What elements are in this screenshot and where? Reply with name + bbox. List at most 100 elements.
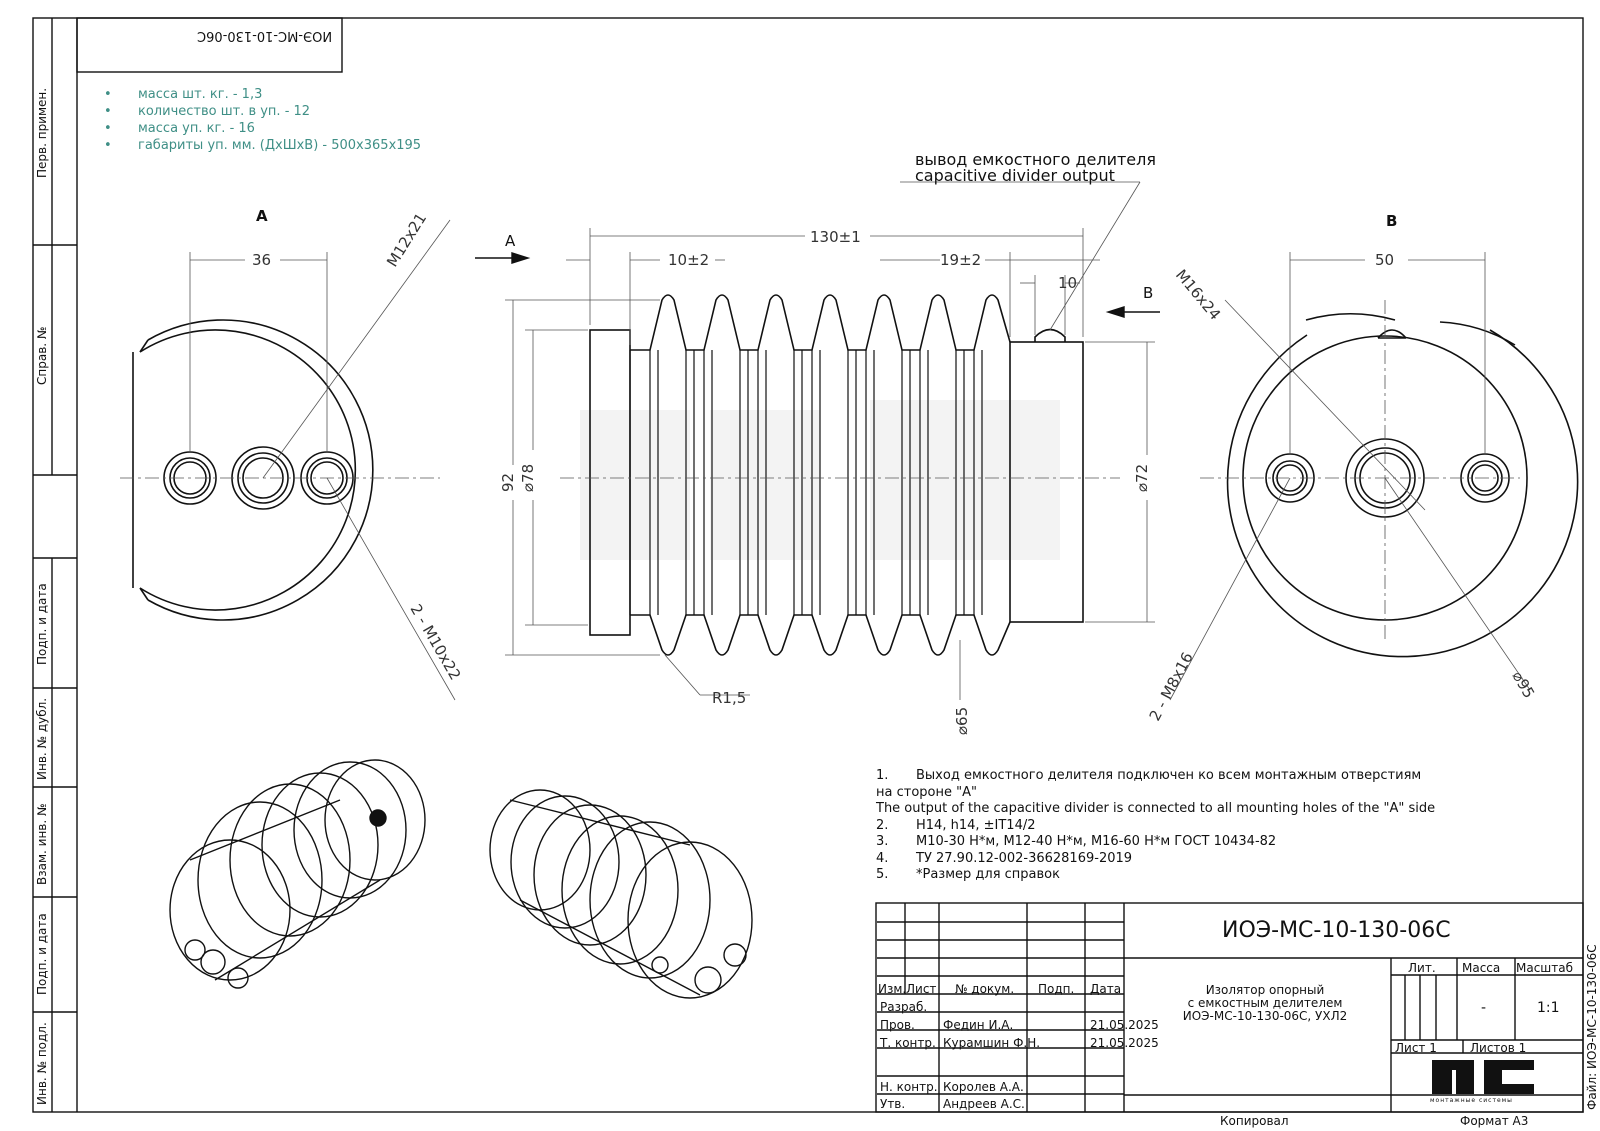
tb-tkontr-name: Курамшин Ф.Н.: [943, 1036, 1041, 1050]
tb-masshtab: Масштаб: [1516, 961, 1574, 975]
technical-notes: 1. Выход емкостного делителя подключен ко…: [876, 768, 1435, 884]
tb-kopiroval: Копировал: [1220, 1114, 1289, 1128]
tb-utv-name: Андреев А.С.: [943, 1097, 1025, 1111]
tb-prov-name: Федин И.А.: [943, 1018, 1014, 1032]
dim-a-36: 36: [252, 251, 271, 269]
company-logo: [1432, 1060, 1534, 1094]
side-podp-data-2: Подп. и дата: [35, 913, 49, 995]
tech-note-number: 1.: [876, 768, 889, 783]
tb-file: Файл: ИОЭ-МС-10-130-06С: [1585, 944, 1599, 1110]
tech-note-row: The output of the capacitive divider is …: [876, 801, 1435, 818]
tb-logo-sub: монтажные системы: [1430, 1097, 1513, 1104]
side-inv-podl: Инв. № подл.: [35, 1022, 49, 1105]
arrow-a-label: A: [505, 232, 516, 250]
tb-format: Формат А3: [1460, 1114, 1529, 1128]
view-b: [1226, 313, 1579, 658]
side-vzam-inv: Взам. инв. №: [35, 803, 49, 885]
side-view-dims: [505, 181, 1155, 700]
arrow-b-label: B: [1143, 284, 1154, 302]
dim-d72: ⌀72: [1133, 464, 1151, 492]
tech-note-row: 3. M10-30 Н*м, М12-40 Н*м, М16-60 Н*м ГОС…: [876, 834, 1435, 851]
tb-prov-date: 21.05.2025: [1090, 1018, 1159, 1032]
tb-hdr-dokum: № докум.: [955, 982, 1015, 996]
dim-a-m12: M12x21: [383, 210, 430, 270]
dim-130: 130±1: [810, 228, 861, 246]
view-a-dims: [120, 219, 456, 701]
tech-note-number: 3.: [876, 834, 889, 849]
tb-name-line: ИОЭ-МС-10-130-06С, УХЛ2: [1182, 1009, 1348, 1023]
dim-d65: ⌀65: [953, 707, 971, 735]
tb-razrab: Разраб.: [880, 1000, 928, 1014]
side-podp-data-1: Подп. и дата: [35, 583, 49, 665]
tech-note-text: M10-30 Н*м, М12-40 Н*м, М16-60 Н*м ГОСТ …: [916, 834, 1277, 849]
tb-hdr-data: Дата: [1090, 982, 1122, 996]
dim-r15: R1,5: [712, 689, 746, 707]
tb-name-line: с емкостным делителем: [1187, 996, 1343, 1010]
tech-note-text: *Размер для справок: [916, 867, 1060, 882]
tb-nkontr: Н. контр.: [880, 1080, 938, 1094]
tech-note-text: Выход емкостного делителя подключен ко в…: [916, 768, 1422, 783]
tech-note-row: 5. *Размер для справок: [876, 867, 1435, 884]
view-a: [132, 319, 374, 621]
tech-note-text: The output of the capacitive divider is …: [876, 801, 1436, 816]
dim-10-2: 10±2: [668, 251, 709, 269]
dim-b-d95: ⌀95: [1509, 668, 1539, 701]
leader-note-en: capacitive divider output: [915, 166, 1115, 185]
tb-massa-value: -: [1481, 1000, 1487, 1016]
tb-hdr-list: Лист: [906, 982, 937, 996]
tech-note-number: 2.: [876, 817, 889, 833]
side-view: [589, 294, 1084, 656]
tb-designation: ИОЭ-МС-10-130-06С: [1222, 918, 1451, 943]
tb-lit: Лит.: [1408, 961, 1436, 975]
dim-b-m16: M16x24: [1172, 266, 1224, 324]
tech-note-row: на стороне "А": [876, 785, 1435, 802]
tech-note-row: 4. ТУ 27.90.12-002-36628169-2019: [876, 851, 1435, 868]
tb-massa: Масса: [1462, 961, 1501, 975]
tech-note-text: на стороне "А": [876, 784, 977, 800]
tb-list: Лист 1: [1395, 1041, 1437, 1055]
dim-92: 92: [499, 473, 517, 492]
dim-10: 10: [1058, 274, 1077, 292]
tb-tkontr-date: 21.05.2025: [1090, 1036, 1159, 1050]
iso-view-left: [169, 759, 426, 989]
tb-listov: Листов 1: [1470, 1041, 1527, 1055]
sheet-frame: [32, 17, 1584, 1113]
tech-note-text: H14, h14, ±IT14/2: [916, 817, 1036, 833]
tb-name: Изолятор опорный с емкостным делителем И…: [1160, 984, 1370, 1023]
side-sprav-no: Справ. №: [35, 326, 49, 385]
dim-b-m8: 2 - M8x16: [1146, 649, 1197, 724]
top-stamp-text: ИОЭ-МС-10-130-06С: [197, 28, 333, 43]
title-block-grid: [875, 902, 1584, 1113]
view-b-dims: [1169, 252, 1531, 701]
tech-note-row: 2. H14, h14, ±IT14/2: [876, 818, 1435, 835]
dim-b-50: 50: [1375, 251, 1394, 269]
side-inv-dubl: Инв. № дубл.: [35, 697, 49, 780]
dim-a-m10: 2 - M10x22: [407, 601, 465, 683]
iso-view-right: [489, 789, 753, 999]
side-perv-primen: Перв. примен.: [35, 87, 49, 178]
packing-note: габариты уп. мм. (ДхШхВ) - 500х365х195: [100, 137, 421, 154]
view-arrows: [475, 252, 1160, 318]
tb-hdr-izm: Изм.: [878, 982, 907, 996]
tech-note-number: 4.: [876, 850, 889, 866]
tb-utv: Утв.: [880, 1097, 906, 1111]
tb-hdr-podp: Подп.: [1038, 982, 1075, 996]
tb-scale-value: 1:1: [1537, 1000, 1560, 1016]
packing-notes: масса шт. кг. - 1,3 количество шт. в уп.…: [100, 86, 421, 154]
tech-note-row: 1. Выход емкостного делителя подключен ко…: [876, 768, 1435, 785]
leader-note-ru: вывод емкостного делителя: [915, 150, 1156, 169]
packing-note: количество шт. в уп. - 12: [100, 103, 421, 120]
view-a-label: A: [256, 207, 268, 225]
dim-d78: ⌀78: [519, 464, 537, 492]
tb-tkontr: Т. контр.: [880, 1036, 936, 1050]
tb-nkontr-name: Королев А.А.: [943, 1080, 1024, 1094]
view-b-label: B: [1386, 212, 1398, 230]
dim-19-2: 19±2: [940, 251, 981, 269]
tb-name-line: Изолятор опорный: [1205, 983, 1325, 997]
tech-note-text: ТУ 27.90.12-002-36628169-2019: [916, 850, 1133, 866]
packing-note: масса уп. кг. - 16: [100, 120, 421, 137]
packing-note: масса шт. кг. - 1,3: [100, 86, 421, 103]
tb-prov: Пров.: [880, 1018, 915, 1032]
tech-note-number: 5.: [876, 867, 889, 882]
